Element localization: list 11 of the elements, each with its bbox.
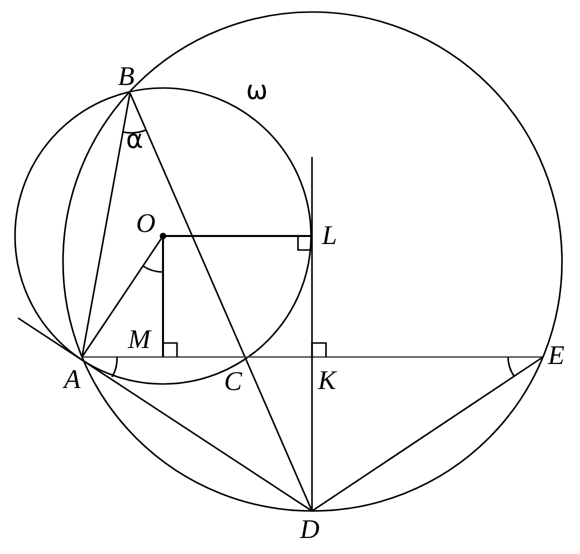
- point-label: L: [322, 222, 338, 249]
- point-label: A: [64, 366, 80, 393]
- circle-label: ω: [246, 76, 268, 106]
- point-label: K: [318, 367, 336, 394]
- point-label: C: [224, 368, 242, 395]
- angle-label: α: [126, 125, 144, 155]
- point-label: E: [548, 342, 564, 369]
- point-label: B: [118, 63, 134, 90]
- point-label: M: [128, 326, 150, 353]
- point-label: O: [136, 210, 156, 237]
- point-label: D: [300, 516, 320, 543]
